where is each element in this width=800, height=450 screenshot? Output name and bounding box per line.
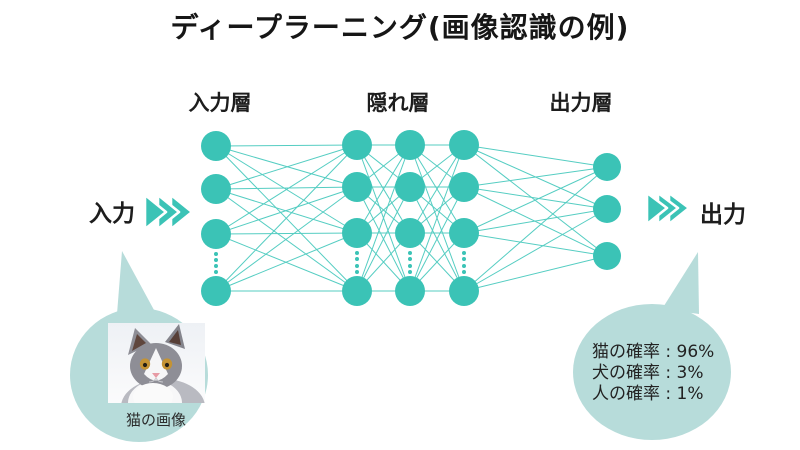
cat-photo xyxy=(108,323,205,403)
input-layer-label: 入力層 xyxy=(188,91,252,115)
result-line-human: 人の確率 : 1% xyxy=(592,384,704,404)
cat-illustration xyxy=(121,324,205,403)
input-arrow-icon xyxy=(143,193,194,231)
input-label: 入力 xyxy=(89,201,135,227)
diagram-title: ディープラーニング(画像認識の例) xyxy=(170,11,630,44)
result-bubble-tail xyxy=(662,252,699,314)
hidden-layer-label: 隠れ層 xyxy=(366,91,430,115)
output-layer-label: 出力層 xyxy=(549,91,613,115)
output-label: 出力 xyxy=(700,202,746,228)
result-bubble-text: 猫の確率 : 96% 犬の確率 : 3% 人の確率 : 1% xyxy=(592,342,742,405)
output-arrow-icon xyxy=(645,191,691,226)
cat-bubble-caption: 猫の画像 xyxy=(125,411,186,429)
result-line-dog: 犬の確率 : 3% xyxy=(592,363,704,383)
cat-bubble-tail xyxy=(117,251,154,314)
result-line-cat: 猫の確率 : 96% xyxy=(592,342,715,362)
